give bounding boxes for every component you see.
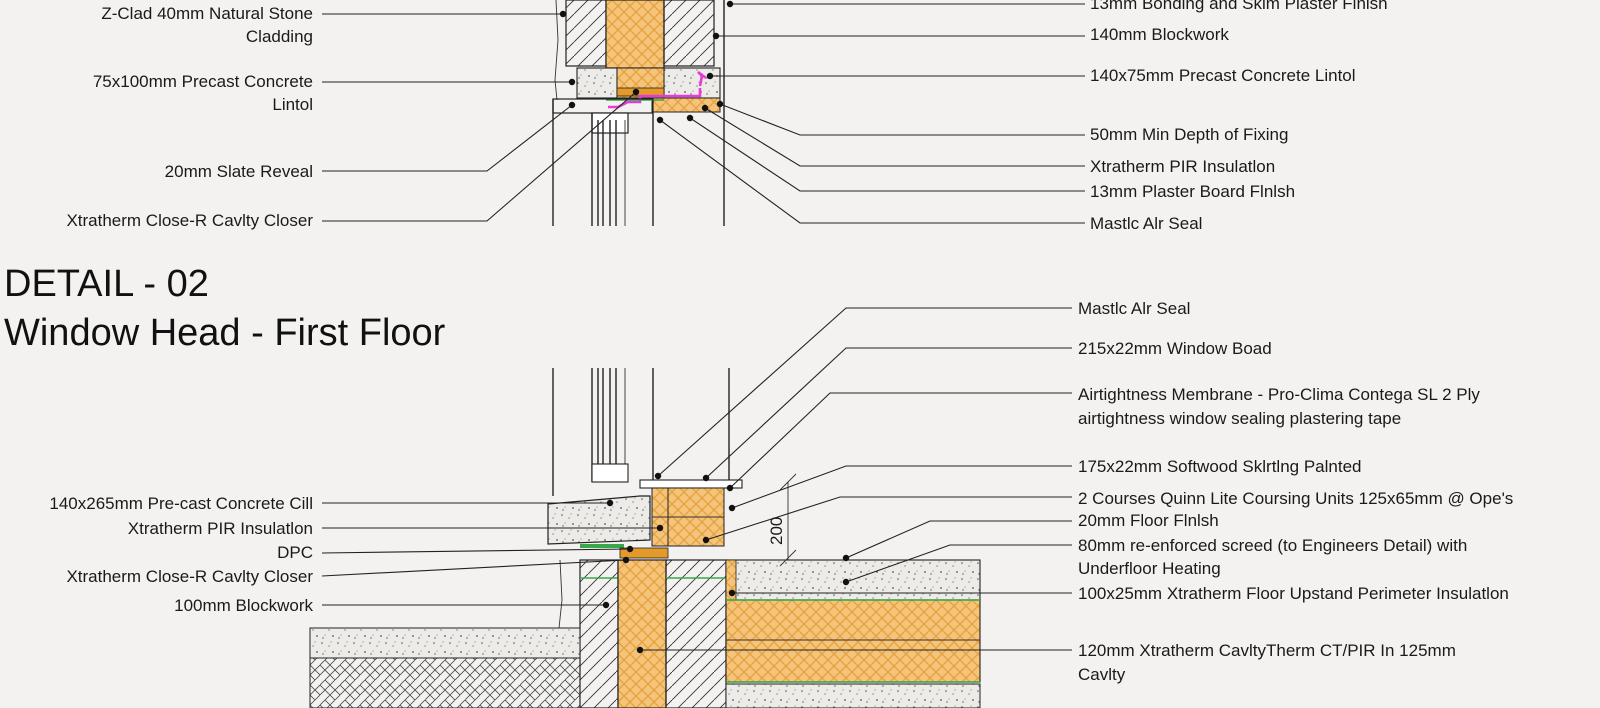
label-pir-insulation-lower: Xtratherm PIR Insulatlon (128, 519, 313, 538)
window-board (639, 479, 743, 489)
upper-labels: Z-Clad 40mm Natural Stone Cladding 75x10… (66, 0, 1387, 233)
floor-insulation (725, 599, 981, 683)
label-depth-fixing: 50mm Min Depth of Fixing (1090, 125, 1288, 144)
dimension-200: 200 (767, 517, 786, 545)
window-frame-bottom (591, 463, 629, 483)
label-skirting: 175x22mm Softwood Sklrtlng Palnted (1078, 457, 1362, 476)
stone-cladding-edge (554, 0, 559, 101)
inner-blockwork-lower (665, 559, 727, 708)
label-concrete-cill: 140x265mm Pre-cast Concrete Cill (49, 494, 313, 513)
outer-blockwork (565, 0, 607, 67)
cavity-insulation-lower (617, 559, 667, 708)
detail-title: Window Head - First Floor (4, 312, 446, 354)
label-mastic-seal: Mastlc Alr Seal (1090, 214, 1202, 233)
label-airtightness-membrane-1: Airtightness Membrane - Pro-Clima Conteg… (1078, 385, 1480, 404)
upper-leaders (322, 0, 1085, 224)
cavity-closer-lower (619, 547, 669, 559)
label-dpc: DPC (277, 543, 313, 562)
label-plaster-finish: 13mm Bonding and Skim Plaster Finish (1090, 0, 1388, 13)
label-stone-cladding-1: Z-Clad 40mm Natural Stone (101, 4, 313, 23)
label-cavitytherm-2: Cavlty (1078, 665, 1126, 684)
external-paving (309, 627, 581, 659)
label-blockwork-100: 100mm Blockwork (174, 596, 313, 615)
label-slate-reveal: 20mm Slate Reveal (165, 162, 313, 181)
label-cavitytherm-1: 120mm Xtratherm CavltyTherm CT/PIR In 12… (1078, 641, 1456, 660)
label-precast-lintol-2: Lintol (272, 95, 313, 114)
concrete-cill (547, 495, 651, 545)
sub-base (725, 683, 981, 708)
label-lintol-140x75: 140x75mm Precast Concrete Lintol (1090, 66, 1356, 85)
outer-blockwork-lower (579, 559, 619, 708)
label-precast-lintol-1: 75x100mm Precast Concrete (93, 72, 313, 91)
lower-leaders (321, 307, 1072, 654)
inner-lintol (663, 67, 721, 99)
cavity-insulation (605, 0, 665, 69)
membrane-end (697, 70, 707, 87)
lower-section: 200 (309, 368, 981, 708)
label-blockwork-140: 140mm Blockwork (1090, 25, 1229, 44)
label-airtightness-membrane-2: airtightness window sealing plastering t… (1078, 409, 1401, 428)
label-screed-2: Underfloor Heating (1078, 559, 1221, 578)
label-stone-cladding-2: Cladding (246, 27, 313, 46)
inner-blockwork (663, 0, 715, 67)
label-cavity-closer-lower: Xtratherm Close-R Cavlty Closer (66, 567, 313, 586)
label-coursing-units: 2 Courses Quinn Lite Coursing Units 125x… (1078, 489, 1513, 508)
external-ground (309, 657, 581, 708)
upper-section (552, 0, 725, 226)
label-floor-finish: 20mm Floor Flnlsh (1078, 511, 1219, 530)
label-pir-insulation: Xtratherm PIR Insulatlon (1090, 157, 1275, 176)
outer-lintol (576, 67, 618, 99)
label-mastic-seal-lower: Mastlc Alr Seal (1078, 299, 1190, 318)
label-screed-1: 80mm re-enforced screed (to Engineers De… (1078, 536, 1467, 555)
dpc-lower (580, 544, 624, 548)
label-plaster-board: 13mm Plaster Board Flnlsh (1090, 182, 1295, 201)
lower-labels: 140x265mm Pre-cast Concrete Cill Xtrathe… (49, 299, 1513, 684)
label-perimeter-insulation: 100x25mm Xtratherm Floor Upstand Perimet… (1078, 584, 1509, 603)
label-cavity-closer: Xtratherm Close-R Cavlty Closer (66, 211, 313, 230)
detail-number: DETAIL - 02 (4, 263, 209, 305)
label-window-board: 215x22mm Window Boad (1078, 339, 1272, 358)
